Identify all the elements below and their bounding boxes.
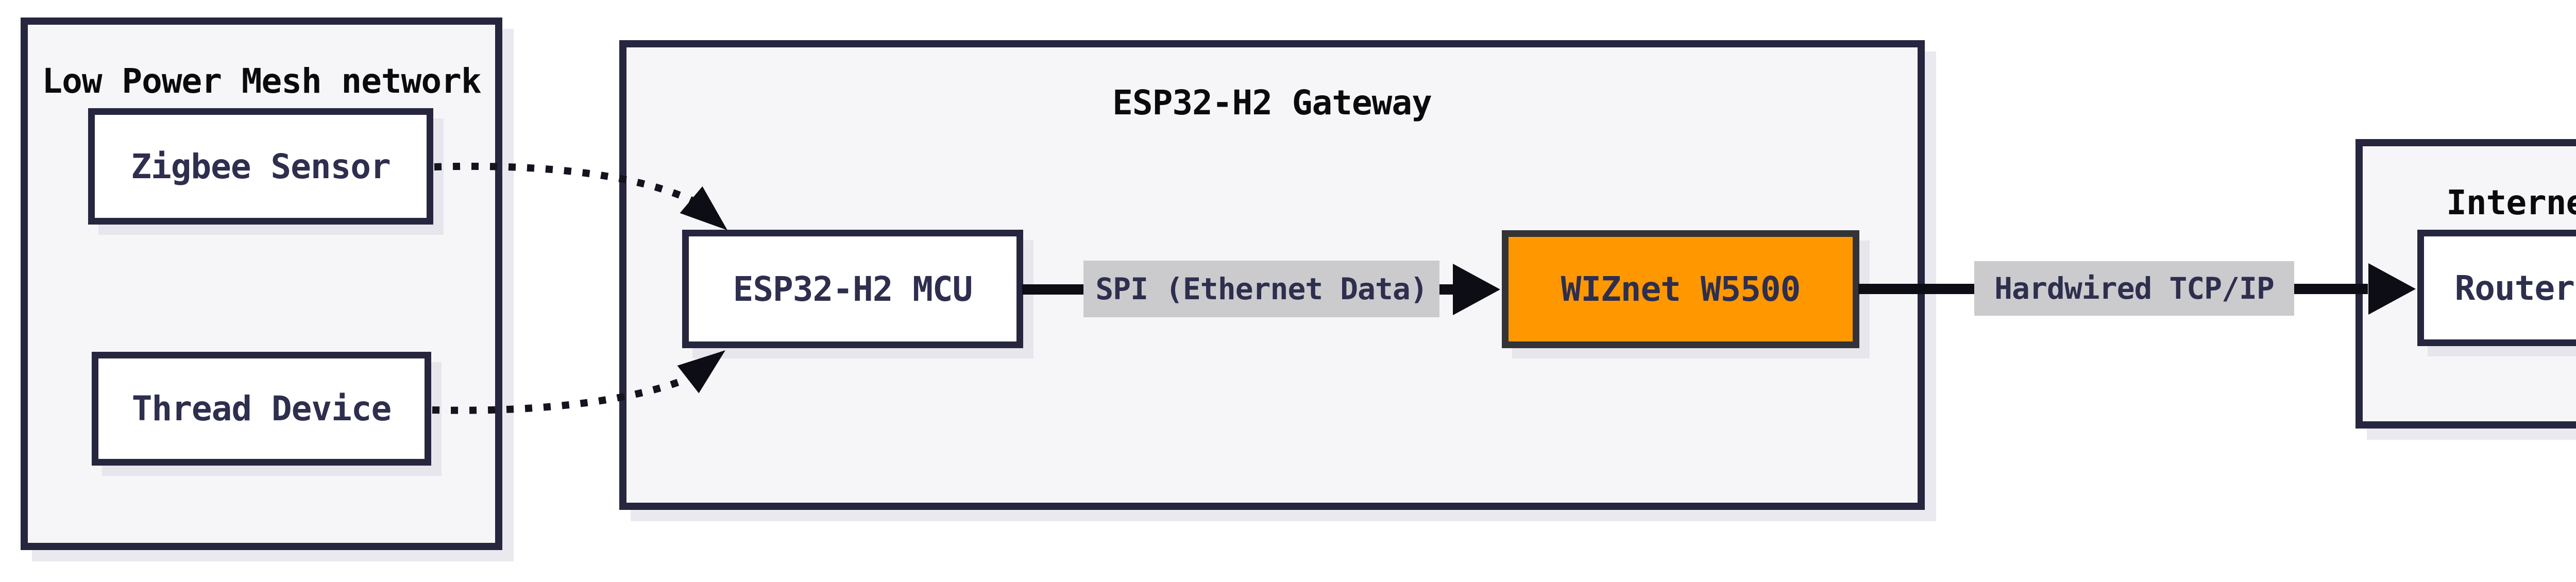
container-title-gateway: ESP32-H2 Gateway (1112, 82, 1432, 123)
edge-label-hardwired-tcp-ip: Hardwired TCP/IP (1974, 261, 2294, 316)
node-label-zigbee-sensor: Zigbee Sensor (131, 146, 391, 186)
node-router-server: Router / Server (2417, 230, 2576, 346)
edge-label-text-spi: SPI (Ethernet Data) (1095, 271, 1428, 306)
node-thread-device: Thread Device (92, 352, 431, 466)
container-title-cloud: Internet / Cloud (2446, 182, 2576, 222)
node-label-thread-device: Thread Device (131, 389, 392, 429)
edge-label-text-tcp: Hardwired TCP/IP (1994, 271, 2275, 306)
node-esp32-h2-mcu: ESP32-H2 MCU (682, 230, 1023, 348)
edge-label-spi-ethernet-data: SPI (Ethernet Data) (1083, 261, 1439, 317)
node-label-wiznet-w5500: WIZnet W5500 (1561, 269, 1801, 309)
node-wiznet-w5500: WIZnet W5500 (1502, 230, 1859, 348)
node-label-esp32-h2-mcu: ESP32-H2 MCU (733, 269, 973, 309)
node-label-router-server: Router / Server (2454, 268, 2576, 308)
container-low-power-mesh-network: Low Power Mesh network (21, 18, 502, 550)
container-title-mesh: Low Power Mesh network (42, 61, 481, 101)
node-zigbee-sensor: Zigbee Sensor (88, 108, 433, 225)
